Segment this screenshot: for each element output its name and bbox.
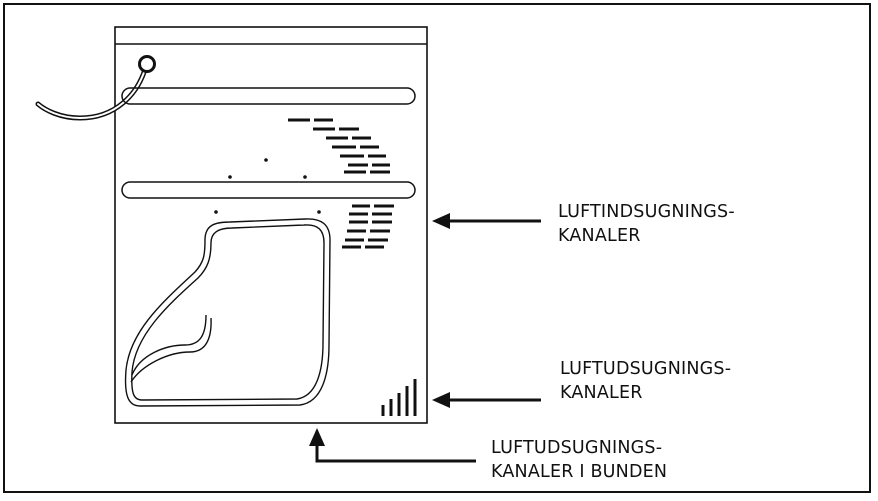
screw-dots: [214, 158, 321, 214]
intake-label: LUFTINDSUGNINGS- KANALER: [558, 200, 735, 248]
intake-arrow: [432, 213, 541, 229]
figure-frame: [3, 3, 871, 493]
cabinet-outline: [114, 26, 428, 424]
exhaust-label: LUFTUDSUGNINGS- KANALER: [560, 357, 731, 405]
handle-bars: [121, 87, 416, 199]
bottom-exhaust-arrow: [309, 428, 476, 463]
middle-handle-bar: [121, 181, 416, 199]
upper-vent-slots: [288, 118, 390, 174]
bottom-exhaust-label-line1: LUFTUDSUGNINGS-: [491, 438, 663, 458]
intake-label-line1: LUFTINDSUGNINGS-: [558, 202, 735, 222]
air-intake-vents: [342, 204, 394, 249]
exhaust-label-line2: KANALER: [560, 383, 643, 403]
intake-label-line2: KANALER: [558, 226, 641, 246]
top-handle-bar: [121, 87, 416, 105]
exhaust-label-line1: LUFTUDSUGNINGS-: [560, 359, 732, 379]
bottom-exhaust-label-line2: KANALER I BUNDEN: [491, 462, 668, 482]
air-exhaust-vents: [381, 379, 417, 416]
appliance-body: [114, 26, 428, 424]
bottom-exhaust-label: LUFTUDSUGNINGS- KANALER I BUNDEN: [491, 436, 667, 484]
exhaust-arrow: [432, 392, 541, 408]
door-panel: [124, 218, 331, 407]
